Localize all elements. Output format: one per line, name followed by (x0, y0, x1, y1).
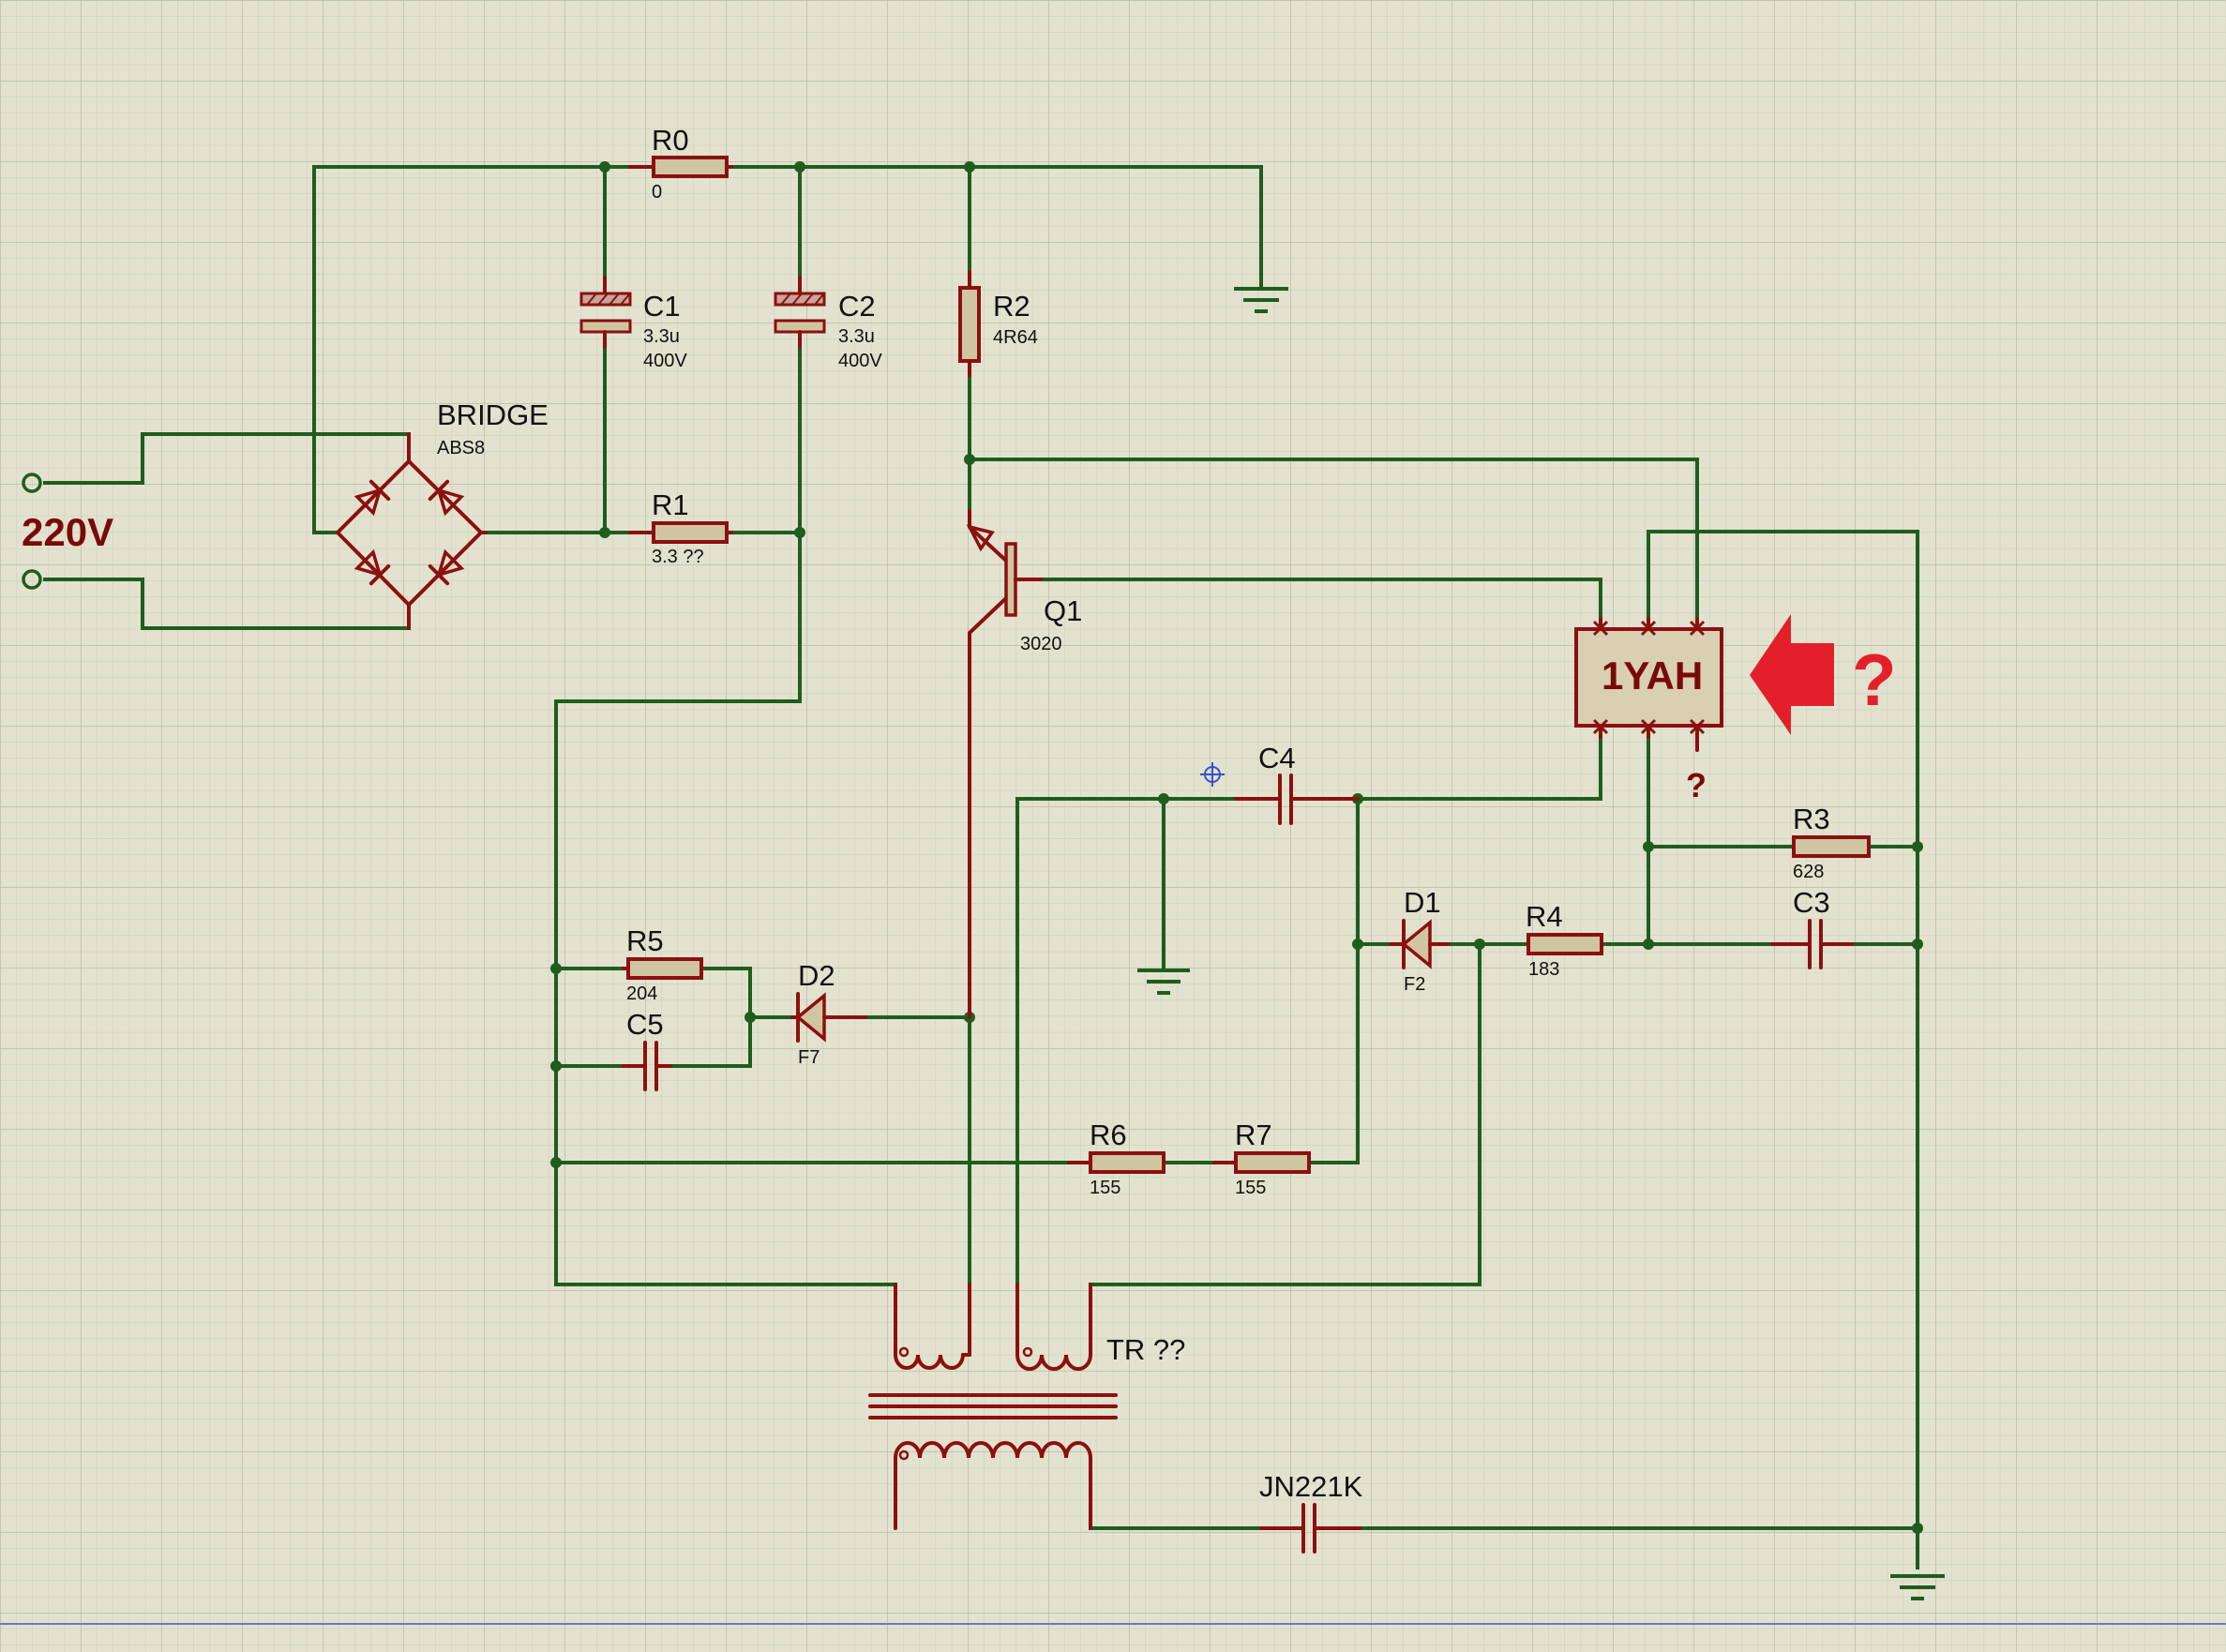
resistor-r4[interactable]: R4 183 (1526, 900, 1603, 980)
r6-ref: R6 (1090, 1119, 1127, 1151)
bridge-ref: BRIDGE (437, 398, 549, 431)
c2-value: 3.3u (838, 326, 875, 347)
r4-value: 183 (1528, 959, 1559, 980)
capacitor-jn221k[interactable]: JN221K (1259, 1470, 1363, 1554)
transistor-q1[interactable]: Q1 3020 (966, 509, 1082, 1019)
c1-value: 3.3u (643, 326, 680, 347)
tr-ref: TR ?? (1106, 1333, 1185, 1366)
bridge-value: ABS8 (437, 438, 485, 458)
q1-value: 3020 (1020, 634, 1062, 654)
r3-value: 628 (1793, 862, 1824, 882)
d2-ref: D2 (798, 959, 835, 992)
ground-icon (1137, 969, 1190, 995)
c3-ref: C3 (1793, 886, 1830, 919)
bridge-rectifier[interactable]: BRIDGE ABS8 (336, 398, 549, 630)
r2-ref: R2 (993, 290, 1030, 323)
jn221k-ref: JN221K (1259, 1470, 1363, 1503)
supply-label: 220V (22, 510, 113, 554)
resistor-r5[interactable]: R5 204 (622, 924, 703, 1004)
r3-ref: R3 (1793, 803, 1830, 835)
r0-value: 0 (652, 182, 662, 203)
ac-input: 220V (22, 473, 113, 590)
resistor-r2[interactable]: R2 4R64 (958, 270, 1038, 377)
d1-value: F2 (1404, 974, 1425, 995)
c2-voltage: 400V (838, 351, 882, 371)
c1-ref: C1 (643, 290, 681, 323)
d1-ref: D1 (1404, 886, 1441, 919)
r0-ref: R0 (652, 124, 689, 157)
c2-ref: C2 (838, 290, 876, 323)
c4-ref: C4 (1258, 742, 1296, 774)
resistor-r3[interactable]: R3 628 (1792, 803, 1871, 882)
crosshair-cursor-icon (1200, 762, 1225, 787)
ground-icon (1890, 1574, 1945, 1600)
r2-value: 4R64 (993, 327, 1038, 348)
pin-question-mark: ? (1686, 766, 1707, 804)
r1-value: 3.3 ?? (652, 547, 704, 567)
r7-value: 155 (1235, 1178, 1266, 1198)
diode-d1[interactable]: D1 F2 (1389, 886, 1450, 995)
r5-value: 204 (626, 984, 657, 1004)
question-mark: ? (1852, 638, 1897, 721)
resistor-r7[interactable]: R7 155 (1212, 1119, 1311, 1198)
junction-dots (550, 161, 1923, 1534)
r1-ref: R1 (652, 488, 689, 521)
red-arrow-left-icon: ? (1750, 614, 1897, 735)
capacitor-c4[interactable]: C4 (1234, 742, 1360, 825)
ic-label: 1YAH (1602, 653, 1703, 698)
capacitor-c3[interactable]: C3 (1770, 886, 1854, 969)
diode-d2[interactable]: D2 F7 (790, 959, 867, 1068)
c1-voltage: 400V (643, 351, 687, 371)
r7-ref: R7 (1235, 1119, 1272, 1151)
r4-ref: R4 (1526, 900, 1563, 933)
resistor-r6[interactable]: R6 155 (1067, 1119, 1166, 1198)
capacitor-c2[interactable]: C2 3.3u 400V (774, 276, 882, 371)
d2-value: F7 (798, 1047, 820, 1068)
capacitor-c1[interactable]: C1 3.3u 400V (579, 276, 687, 371)
transformer-tr[interactable]: TR ?? (868, 1283, 1185, 1530)
r6-value: 155 (1090, 1178, 1121, 1198)
ground-icon (1234, 270, 1288, 313)
r5-ref: R5 (626, 924, 664, 957)
q1-ref: Q1 (1044, 594, 1082, 627)
resistor-r0[interactable]: R0 0 (628, 124, 733, 203)
ic-1yah[interactable]: 1YAH ? (1574, 617, 1723, 804)
c5-ref: C5 (626, 1008, 664, 1041)
capacitor-c5[interactable]: C5 (622, 1008, 672, 1091)
resistor-r1[interactable]: R1 3.3 ?? (628, 488, 733, 567)
